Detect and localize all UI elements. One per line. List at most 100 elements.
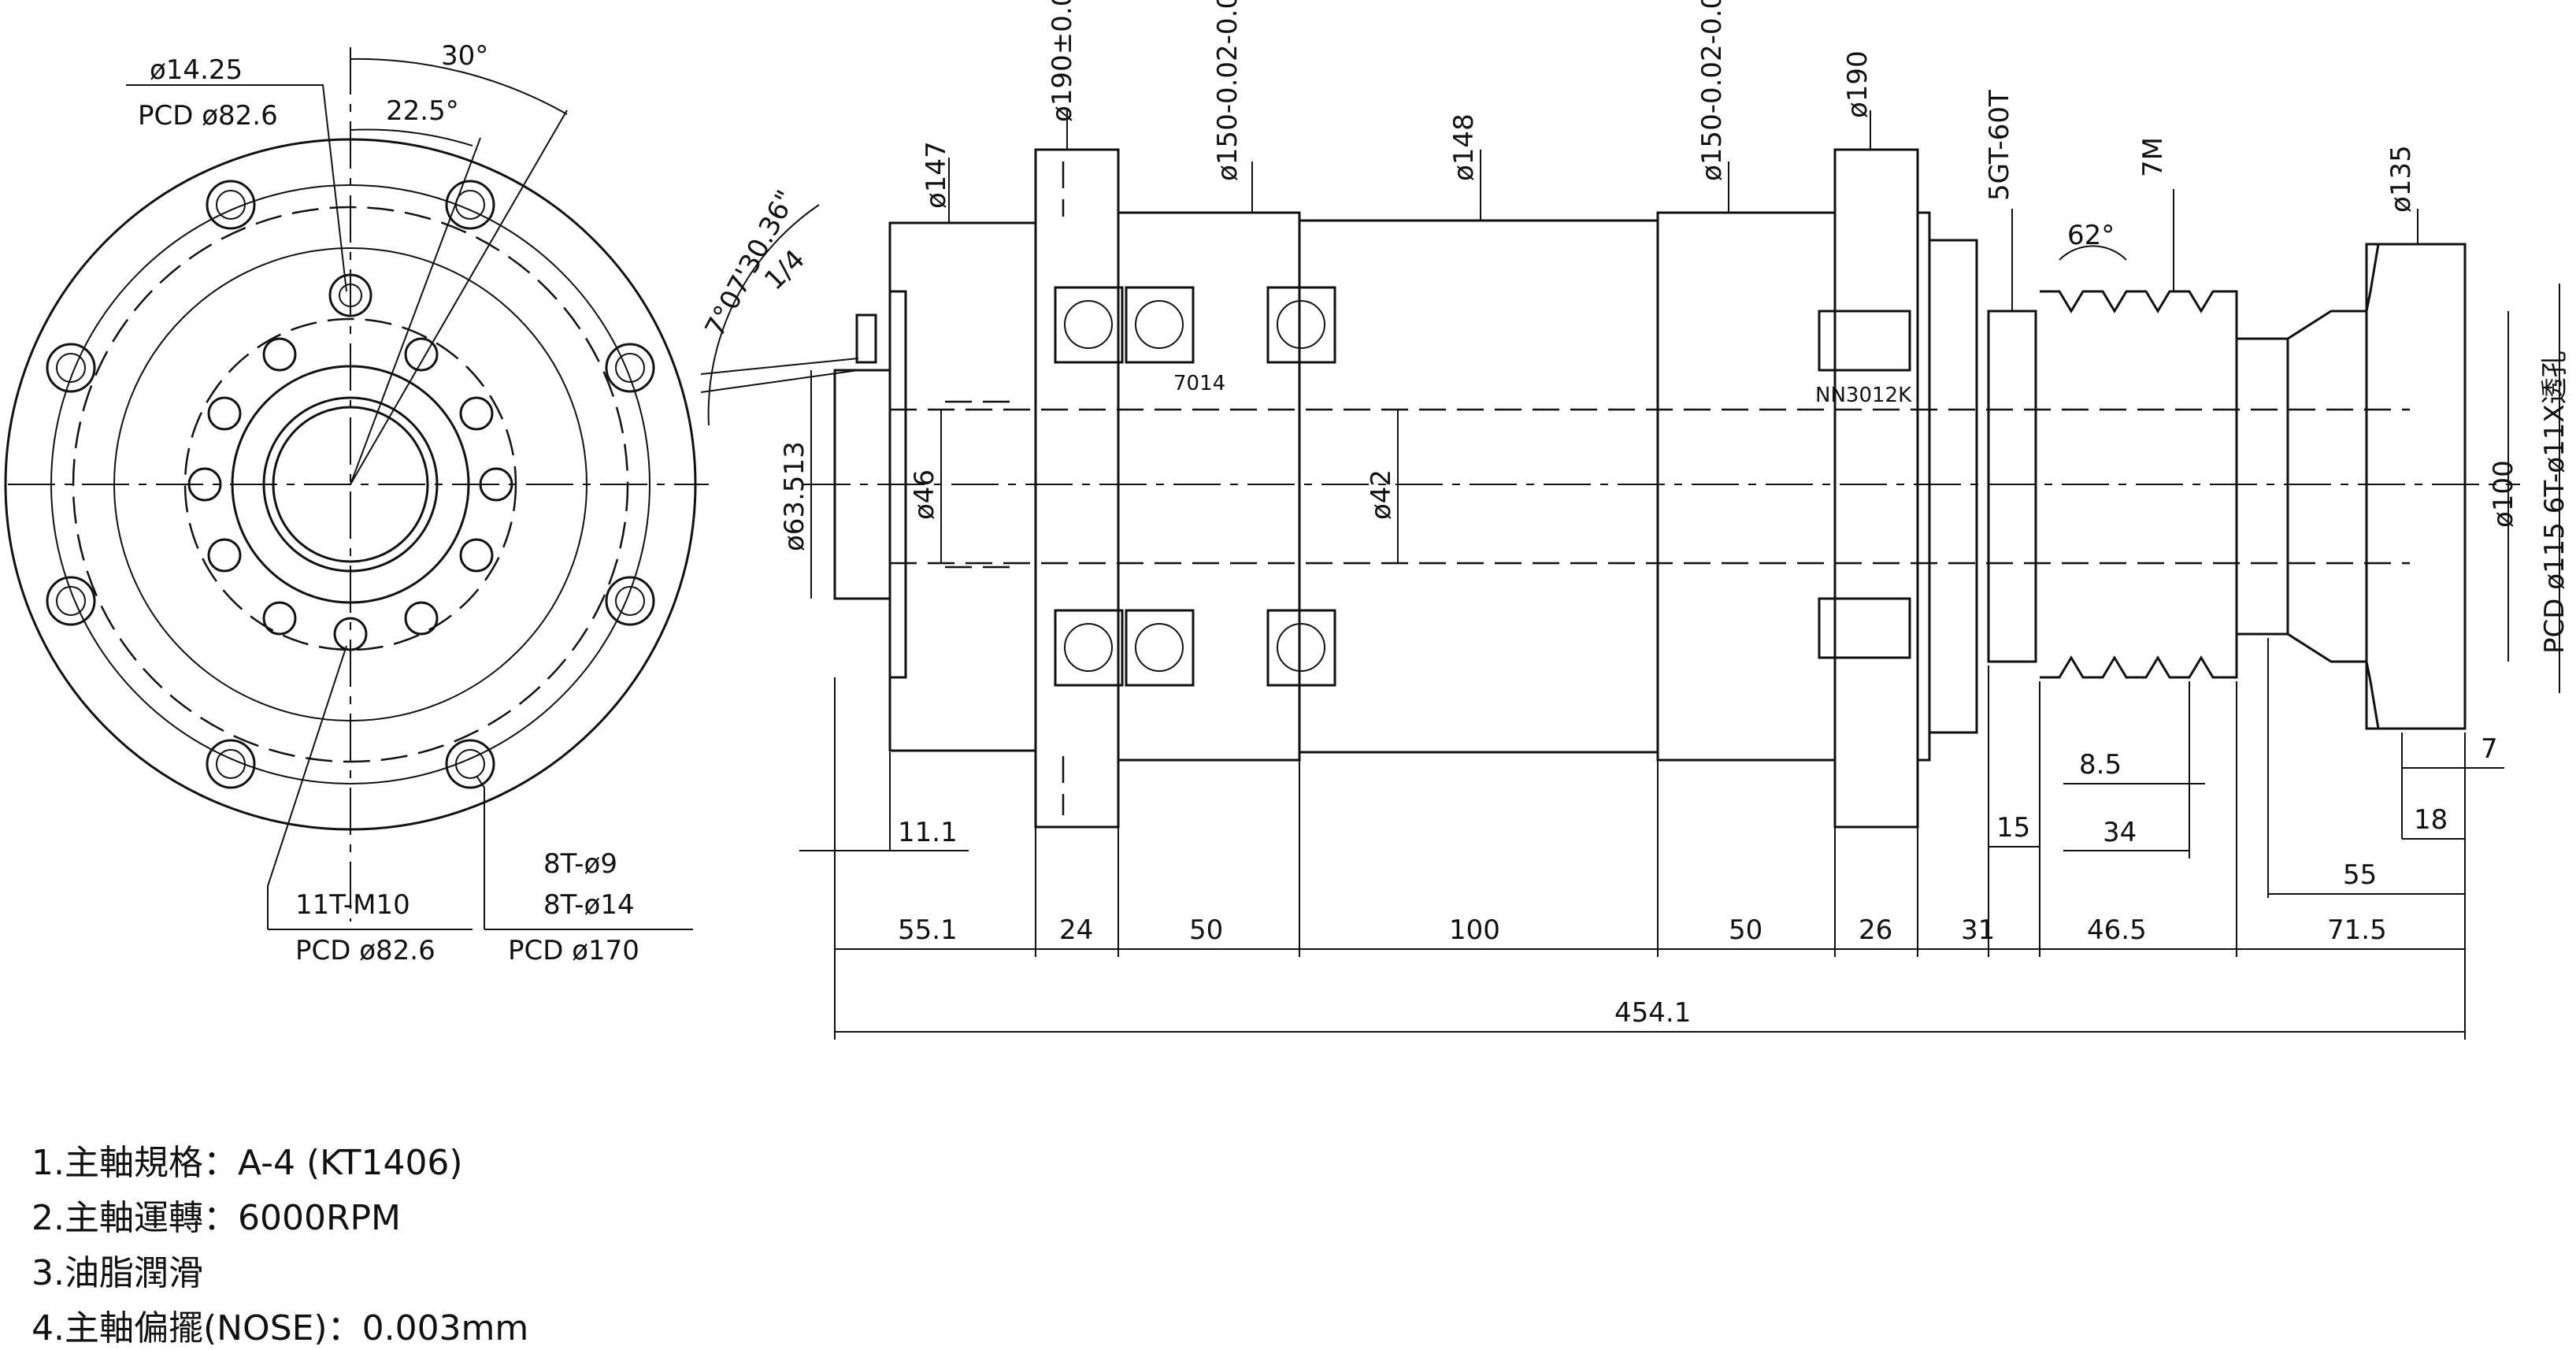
tapped-hole xyxy=(333,617,368,651)
dim-46-5: 46.5 xyxy=(2087,914,2147,946)
bearing-block xyxy=(1125,609,1195,687)
tapped-hole-inner xyxy=(339,284,362,307)
d148-label: ø148 xyxy=(1448,113,1480,181)
tap-leader xyxy=(267,645,347,929)
rear-bearings xyxy=(1818,310,1911,659)
tapped-hole xyxy=(404,337,439,372)
tapped-hole xyxy=(459,538,494,573)
nose-key xyxy=(855,313,877,364)
body-front-seg xyxy=(1117,211,1301,762)
d46-label: ø46 xyxy=(909,469,940,520)
tap-spec-label: 11T-M10 xyxy=(295,889,410,921)
d190-label: ø190 xyxy=(1842,50,1874,118)
hole8t-a-label: 8T-ø9 xyxy=(543,848,617,880)
hole-pcd-label: PCD ø82.6 xyxy=(138,100,278,132)
note-runout: 4.主軸偏擺(NOSE)：0.003mm xyxy=(32,1308,529,1348)
tapped-hole xyxy=(262,601,297,636)
bolt-hole xyxy=(206,739,256,789)
tapped-hole xyxy=(404,601,439,636)
dim-31: 31 xyxy=(1961,914,1995,946)
bearing-block xyxy=(1125,286,1195,364)
dim-55-1: 55.1 xyxy=(898,914,958,946)
dimension-chain: 11.1 55.1 24 50 100 50 26 31 46.5 71.5 1… xyxy=(799,638,2504,1040)
tapped-hole xyxy=(262,337,297,372)
pcd115-label: PCD ø115 6T-ø11X透孔 xyxy=(2539,350,2570,654)
bearing-block xyxy=(1054,286,1124,364)
bearing-ball xyxy=(1135,300,1184,349)
bearing-ball xyxy=(1135,623,1184,672)
tapped-hole xyxy=(459,396,494,431)
pcd82-circle xyxy=(183,317,517,651)
bearing-rear-label: NN3012K xyxy=(1815,384,1912,407)
side-view: 7014 NN3012K ø147 ø190±0.05 ø150-0.02-0.… xyxy=(779,0,2570,829)
angle-62-arc xyxy=(2059,245,2127,261)
bearing-front-label: 7014 xyxy=(1173,372,1225,395)
front-bearings xyxy=(1054,286,1336,687)
d147-label: ø147 xyxy=(921,141,952,209)
bearing-ball xyxy=(1064,623,1113,672)
bearing-block xyxy=(1054,609,1124,687)
bearing-ball xyxy=(1064,300,1113,349)
inner-tapped-holes xyxy=(187,273,513,651)
gear-hub xyxy=(1987,310,2037,663)
bolt-hole-inner xyxy=(615,586,645,616)
bore-circle xyxy=(272,406,429,563)
bearing-block xyxy=(1266,609,1336,687)
dim-24: 24 xyxy=(1059,914,1093,946)
gear-label: 5GT-60T xyxy=(1984,90,2015,201)
dim-15: 15 xyxy=(1996,812,2030,844)
angle-30-label: 30° xyxy=(441,40,488,72)
tapped-hole xyxy=(187,467,222,502)
tap-pcd-label: PCD ø82.6 xyxy=(295,935,436,966)
inner-diameter-labels: ø63.513 ø46 ø42 ø100 PCD ø115 6T-ø11X透孔 xyxy=(779,284,2570,693)
front-view: 30° 22.5° ø14.25 PCD ø82.6 11T-M10 PCD ø… xyxy=(4,40,709,966)
dim-50a: 50 xyxy=(1189,914,1223,946)
bolt-hole xyxy=(206,180,256,230)
front-flange xyxy=(1034,148,1120,829)
bearing-ball xyxy=(1277,300,1325,349)
bolt-hole xyxy=(605,343,655,393)
bolt-hole-inner xyxy=(216,749,246,779)
bolt-hole xyxy=(605,576,655,626)
pcd170-circle xyxy=(72,206,629,763)
bolt-hole-inner xyxy=(56,353,86,383)
angle-62-label: 62° xyxy=(2067,220,2115,251)
bearing-ball xyxy=(1277,623,1325,672)
dim-total: 454.1 xyxy=(1614,997,1691,1029)
coupling-flange xyxy=(2365,243,2467,730)
d63-label: ø63.513 xyxy=(779,441,810,551)
dim-26: 26 xyxy=(1859,914,1892,946)
hole-dia-leader xyxy=(126,84,347,292)
d100-label: ø100 xyxy=(2488,460,2519,528)
outer-bolt-holes xyxy=(46,180,655,789)
flange-inner-circle xyxy=(50,184,650,784)
taper-arc xyxy=(707,204,820,426)
dim-8-5: 8.5 xyxy=(2079,749,2122,781)
angle-30-ray xyxy=(350,109,568,485)
dim-50b: 50 xyxy=(1729,914,1762,946)
taper-leader-a xyxy=(700,358,859,375)
bore-outer-circle xyxy=(262,396,439,573)
rear-cap xyxy=(1928,239,1978,734)
top-diameter-labels: ø147 ø190±0.05 ø150-0.02-0.05 ø148 ø150-… xyxy=(921,0,2418,311)
d150b-label: ø150-0.02-0.05 xyxy=(1696,0,1728,181)
tapped-hole xyxy=(207,396,242,431)
dim-18: 18 xyxy=(2414,804,2448,836)
bolt-hole xyxy=(46,343,96,393)
note-lubrication: 3.油脂潤滑 xyxy=(32,1253,203,1293)
step-circle xyxy=(113,247,587,721)
bolt-hole-inner xyxy=(216,190,246,220)
rear-shaft-seg xyxy=(2235,337,2289,636)
hole8t-leader xyxy=(476,775,485,929)
d42-label: ø42 xyxy=(1366,469,1397,520)
bolt-hole xyxy=(46,576,96,626)
angle-22-5-arc xyxy=(350,128,473,146)
body-rear-seg xyxy=(1656,211,1837,762)
bolt-hole-inner xyxy=(455,749,485,779)
hole8t-b-label: 8T-ø14 xyxy=(543,889,635,921)
rear-ring xyxy=(1916,211,1931,762)
rear-coupling xyxy=(2287,243,2467,730)
tapped-hole xyxy=(207,538,242,573)
dim-55: 55 xyxy=(2343,859,2377,891)
